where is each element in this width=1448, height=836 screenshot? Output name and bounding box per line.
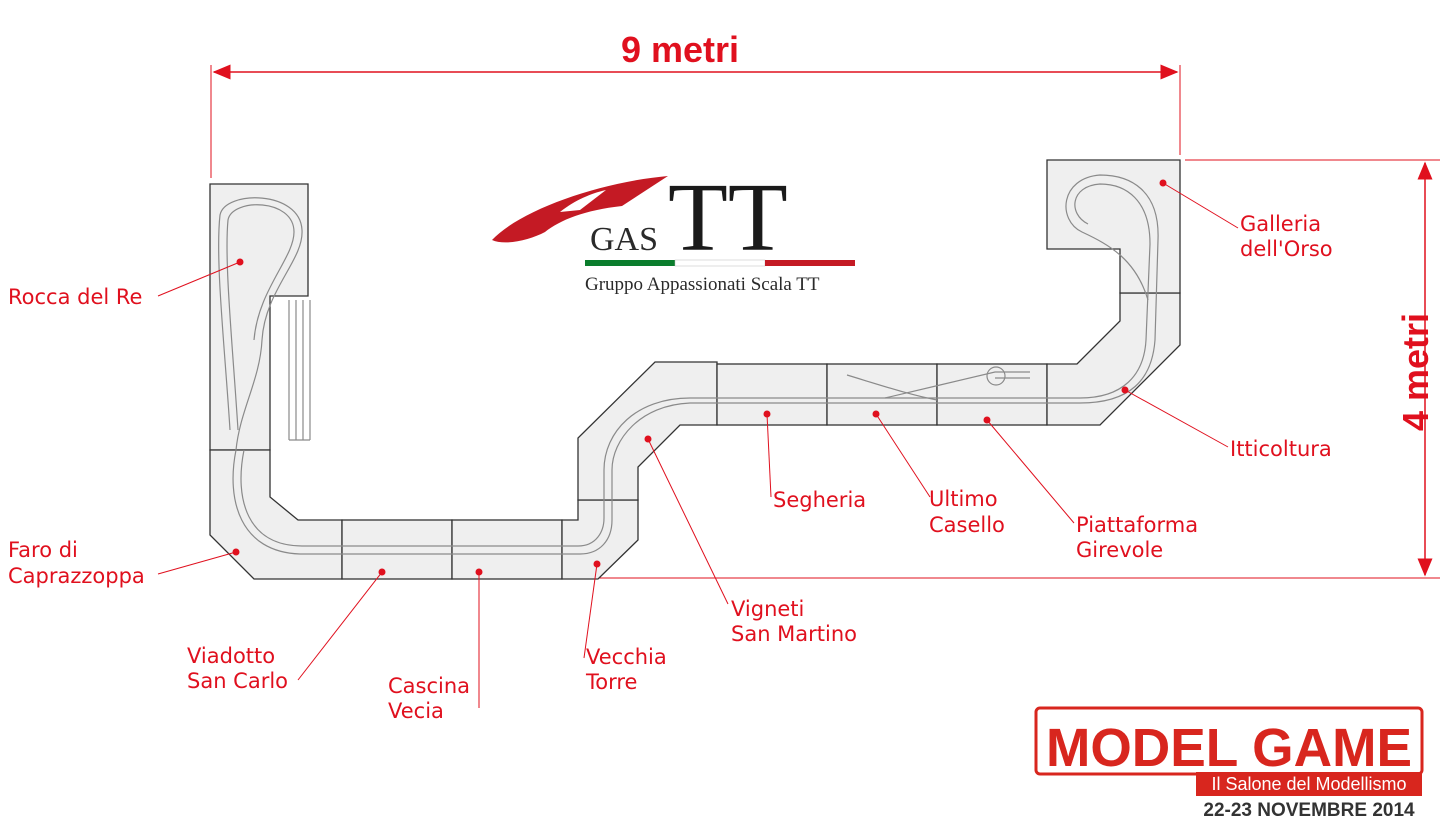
module-itticoltura	[1046, 292, 1181, 426]
leaders	[157, 179, 1239, 708]
module-vecchia	[561, 499, 639, 580]
label-viadotto-2: San Carlo	[187, 669, 288, 693]
label-piattaforma-2: Girevole	[1076, 538, 1163, 562]
label-ultimo-1: Ultimo	[929, 487, 998, 511]
dimension-width: 9 metri	[210, 29, 1181, 178]
module-piattaforma	[936, 363, 1048, 426]
label-faro-2: Caprazzoppa	[8, 564, 145, 588]
module-viadotto	[341, 519, 453, 580]
label-galleria-1: Galleria	[1240, 212, 1321, 236]
model-game-logo: MODEL GAME Il Salone del Modellismo 22-2…	[1034, 706, 1424, 821]
module-vigneti	[577, 361, 718, 501]
label-piattaforma-1: Piattaforma	[1076, 513, 1198, 537]
logo-tt-text: TT	[668, 164, 788, 272]
label-cascina-1: Cascina	[388, 674, 470, 698]
module-galleria	[1046, 159, 1181, 294]
label-vigneti-2: San Martino	[731, 622, 857, 646]
module-faro	[209, 449, 343, 580]
label-segheria: Segheria	[773, 488, 866, 512]
height-label: 4 metri	[1395, 313, 1436, 431]
event-date: 22-23 NOVEMBRE 2014	[1203, 800, 1415, 821]
label-vecchia-2: Torre	[585, 670, 637, 694]
module-segheria	[716, 363, 828, 426]
event-title: MODEL GAME	[1046, 718, 1412, 778]
label-galleria-2: dell'Orso	[1240, 237, 1333, 261]
module-cascina	[451, 519, 563, 580]
label-cascina-2: Vecia	[388, 699, 444, 723]
label-rocca: Rocca del Re	[8, 285, 142, 309]
label-vecchia-1: Vecchia	[586, 645, 667, 669]
label-viadotto-1: Viadotto	[187, 644, 275, 668]
label-vigneti-1: Vigneti	[731, 597, 804, 621]
width-label: 9 metri	[621, 29, 739, 70]
label-itticoltura: Itticoltura	[1230, 437, 1332, 461]
label-ultimo-2: Casello	[929, 513, 1005, 537]
label-faro-1: Faro di	[8, 538, 78, 562]
gas-tt-logo: GAS TT Gruppo Appassionati Scala TT	[492, 164, 855, 295]
event-subtitle: Il Salone del Modellismo	[1211, 774, 1406, 794]
location-labels: Rocca del Re Faro di Caprazzoppa Viadott…	[8, 212, 1333, 723]
logo-subtitle: Gruppo Appassionati Scala TT	[585, 274, 820, 295]
module-ultimo	[826, 363, 938, 426]
logo-gas-text: GAS	[590, 221, 658, 258]
